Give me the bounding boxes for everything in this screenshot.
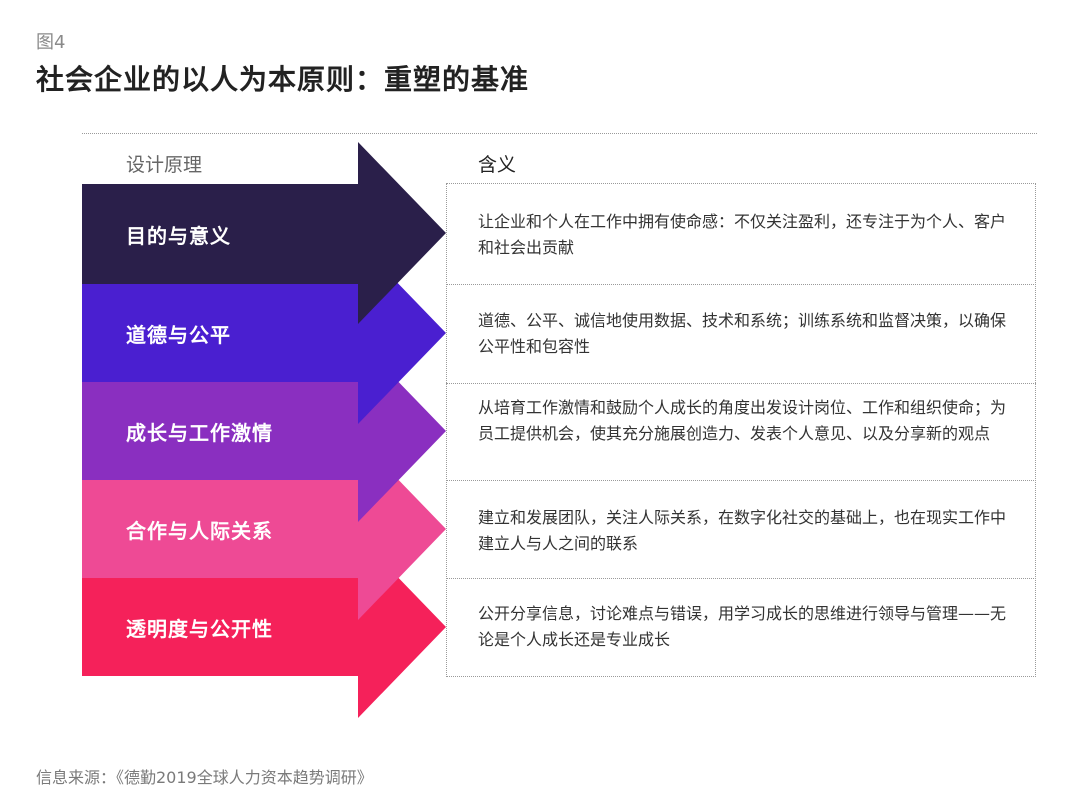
arrow-row-4 bbox=[82, 438, 446, 620]
meaning-text-3: 从培育工作激情和鼓励个人成长的角度出发设计岗位、工作和组织使命；为员工提供机会，… bbox=[478, 398, 1007, 443]
principle-label-4: 合作与人际关系 bbox=[126, 519, 273, 543]
principle-label-3: 成长与工作激情 bbox=[126, 421, 273, 445]
arrow-row-3 bbox=[82, 340, 446, 522]
meaning-text-1: 让企业和个人在工作中拥有使命感：不仅关注盈利，还专注于为个人、客户和社会出贡献 bbox=[478, 212, 1007, 257]
row-divider bbox=[446, 284, 1036, 285]
principle-label-1: 目的与意义 bbox=[126, 224, 231, 248]
row-divider bbox=[446, 480, 1036, 481]
row-divider bbox=[446, 383, 1036, 384]
figure-label: 图4 bbox=[36, 32, 66, 53]
source-note: 信息来源：《德勤2019全球人力资本趋势调研》 bbox=[36, 768, 373, 787]
meaning-table-frame bbox=[446, 183, 1036, 677]
header-meaning: 含义 bbox=[478, 154, 517, 176]
arrow-row-1 bbox=[82, 142, 446, 324]
diagram-title: 社会企业的以人为本原则：重塑的基准 bbox=[36, 63, 530, 96]
arrow-row-2 bbox=[82, 242, 446, 424]
principle-label-2: 道德与公平 bbox=[126, 323, 231, 347]
header-principle: 设计原理 bbox=[126, 154, 203, 176]
principle-label-5: 透明度与公开性 bbox=[126, 617, 273, 641]
meaning-text-5: 公开分享信息，讨论难点与错误，用学习成长的思维进行领导与管理——无论是个人成长还… bbox=[478, 604, 1007, 649]
top-divider bbox=[82, 133, 1037, 134]
row-divider bbox=[446, 578, 1036, 579]
meaning-text-2: 道德、公平、诚信地使用数据、技术和系统；训练系统和监督决策，以确保公平性和包容性 bbox=[478, 311, 1007, 356]
meaning-text-4: 建立和发展团队，关注人际关系，在数字化社交的基础上，也在现实工作中建立人与人之间… bbox=[478, 508, 1007, 553]
arrow-row-5 bbox=[82, 536, 446, 718]
